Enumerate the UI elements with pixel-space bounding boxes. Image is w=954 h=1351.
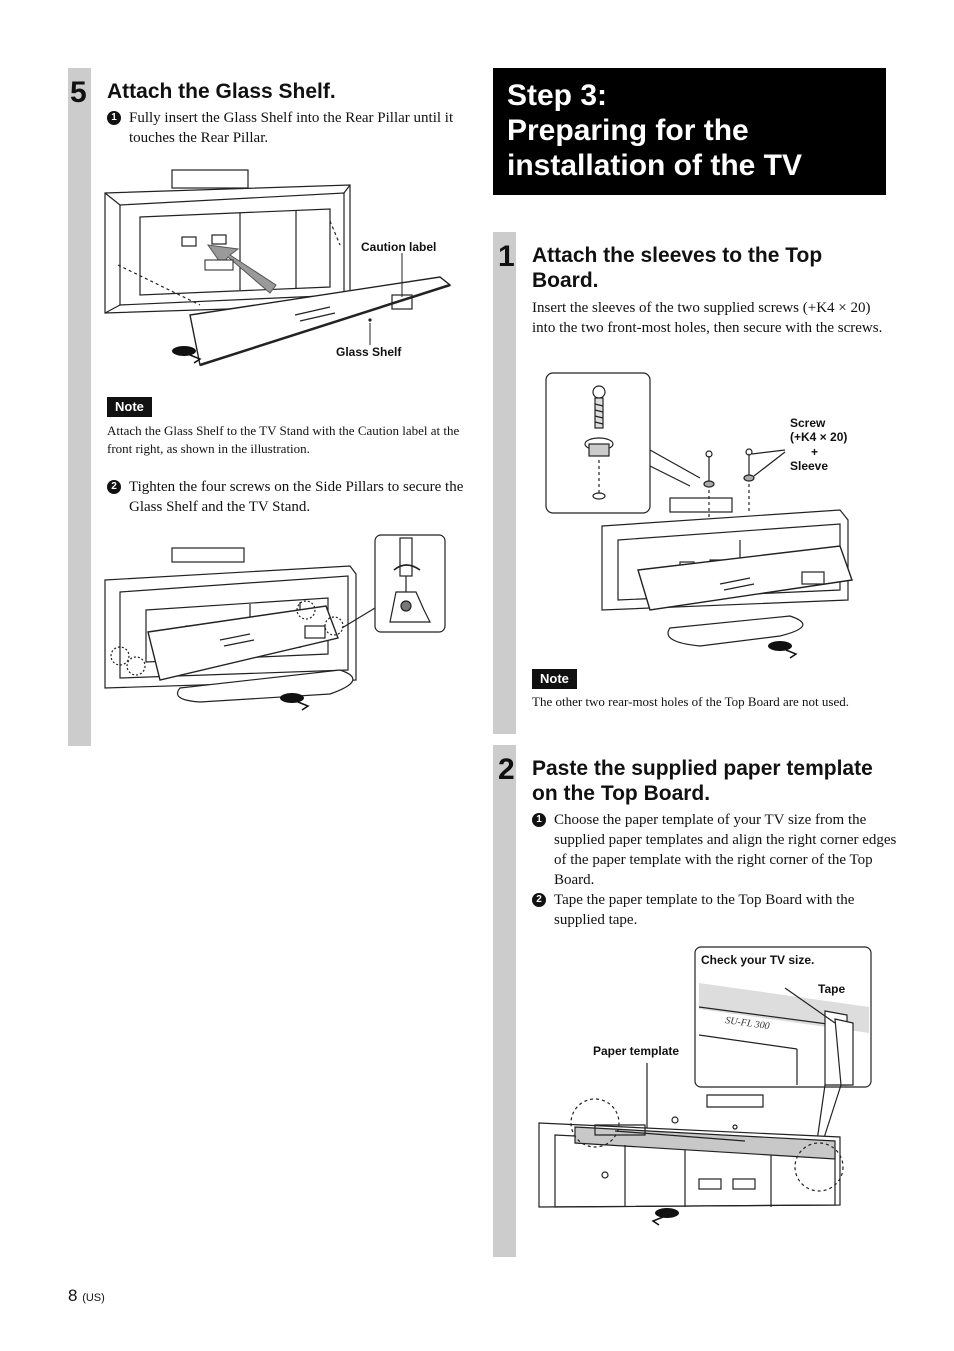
screw-callout-line2: (+K4 × 20) <box>790 430 848 444</box>
step5-item-1-text: Fully insert the Glass Shelf into the Re… <box>129 110 454 146</box>
step2-item-1-number: 1 <box>532 813 546 827</box>
tape-callout: Tape <box>818 982 846 996</box>
tighten-screws-illustration <box>104 534 446 711</box>
sleeve-callout: Sleeve <box>790 459 829 473</box>
screw-callout: Screw (+K4 × 20) <box>790 416 847 444</box>
step5-note-badge: Note <box>107 397 152 417</box>
step5-item-2-text: Tighten the four screws on the Side Pill… <box>129 479 464 515</box>
page-region: (US) <box>82 1292 105 1304</box>
step2-item-2: 2 Tape the paper template to the Top Boa… <box>532 890 906 930</box>
step5-item-1: 1 Fully insert the Glass Shelf into the … <box>107 108 485 148</box>
step2-title: Paste the supplied paper template on the… <box>532 757 873 805</box>
page-number: 8 (US) <box>68 1286 105 1306</box>
step5-sidebar-bar <box>68 68 91 746</box>
step1-title: Attach the sleeves to the Top Board. <box>532 244 823 292</box>
step2-item-2-text: Tape the paper template to the Top Board… <box>554 892 855 928</box>
plus-callout: + <box>811 445 819 459</box>
step5-number: 5 <box>70 76 87 109</box>
step1-note-text: The other two rear-most holes of the Top… <box>532 694 850 709</box>
check-tv-size-callout: Check your TV size. <box>701 953 815 967</box>
step2-item-2-number: 2 <box>532 893 546 907</box>
caution-label-callout: Caution label <box>361 240 437 254</box>
step5-item-2-number: 2 <box>107 480 121 494</box>
step5-item-1-number: 1 <box>107 111 121 125</box>
step3-banner-title: Step 3: Preparing for the installation o… <box>507 78 802 183</box>
banner-title-line1: Step 3: <box>507 79 608 112</box>
step5-title: Attach the Glass Shelf. <box>107 80 336 103</box>
screw-callout-line1: Screw <box>790 416 826 430</box>
step1-number: 1 <box>498 240 515 273</box>
sleeve-screw-illustration <box>545 372 853 659</box>
step3-banner: Step 3: Preparing for the installation o… <box>493 68 886 195</box>
step5-item-2: 2 Tighten the four screws on the Side Pi… <box>107 477 485 517</box>
step2-item-1: 1 Choose the paper template of your TV s… <box>532 810 906 890</box>
paper-template-illustration: SU-FL 300 <box>538 946 872 1226</box>
step1-body: Insert the sleeves of the two supplied s… <box>532 300 883 336</box>
glass-shelf-callout: Glass Shelf <box>336 345 402 359</box>
banner-title-line2: Preparing for the <box>507 114 749 147</box>
paper-template-callout: Paper template <box>593 1044 680 1058</box>
step2-sidebar-bar <box>493 745 516 1257</box>
step1-note-badge: Note <box>532 669 577 689</box>
glass-shelf-insert-illustration <box>104 169 452 367</box>
step5-note-text: Attach the Glass Shelf to the TV Stand w… <box>107 423 460 456</box>
step2-item-1-text: Choose the paper template of your TV siz… <box>554 812 897 888</box>
step1-sidebar-bar <box>493 232 516 734</box>
banner-title-line3: installation of the TV <box>507 149 803 182</box>
step2-number: 2 <box>498 753 515 786</box>
page-number-value: 8 <box>68 1286 78 1305</box>
